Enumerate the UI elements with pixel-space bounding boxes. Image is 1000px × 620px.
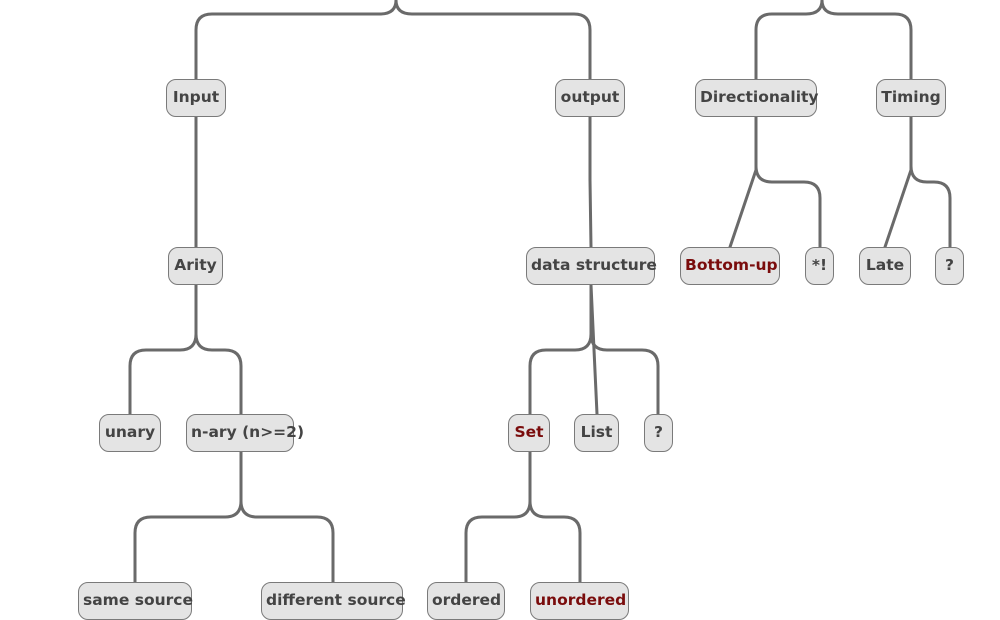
node-list: List	[574, 414, 619, 452]
edge-root-input	[194, 0, 398, 81]
edge-set-ordered	[464, 450, 532, 584]
node-same-source: same source	[78, 582, 193, 620]
edge-directionality-starbang	[754, 115, 822, 249]
edge-root-directionality	[754, 0, 824, 81]
node-data-structure: data structure	[526, 247, 657, 285]
edge-output-datastructure	[588, 115, 593, 249]
edge-nary-differentsource	[239, 450, 335, 584]
edge-arity-unary	[128, 283, 198, 416]
edge-set-unordered	[528, 450, 582, 584]
edge-root-output	[394, 0, 592, 81]
edge-timing-unknown	[909, 115, 952, 249]
node-unordered: unordered	[530, 582, 629, 620]
node-set: Set	[508, 414, 550, 452]
node-input: Input	[166, 79, 226, 117]
node-timing: Timing	[876, 79, 946, 117]
node-unary: unary	[99, 414, 161, 452]
node-star-bang: *!	[805, 247, 834, 285]
node-output: output	[555, 79, 625, 117]
node-bottom-up: Bottom-up	[680, 247, 780, 285]
edge-directionality-bottomup	[728, 115, 758, 249]
node-ordered: ordered	[427, 582, 505, 620]
edge-arity-nary	[194, 283, 243, 416]
node-timing-unknown: ?	[935, 247, 964, 285]
node-late: Late	[859, 247, 911, 285]
edge-datastructure-unknown	[589, 283, 660, 416]
node-arity: Arity	[168, 247, 223, 285]
edge-timing-late	[883, 115, 913, 249]
edge-datastructure-set	[528, 283, 593, 416]
edge-root-timing	[820, 0, 913, 81]
node-directionality: Directionality	[695, 79, 819, 117]
node-n-ary: n-ary (n>=2)	[186, 414, 304, 452]
node-different-source: different source	[261, 582, 406, 620]
edge-nary-samesource	[133, 450, 243, 584]
node-structure-unknown: ?	[644, 414, 673, 452]
